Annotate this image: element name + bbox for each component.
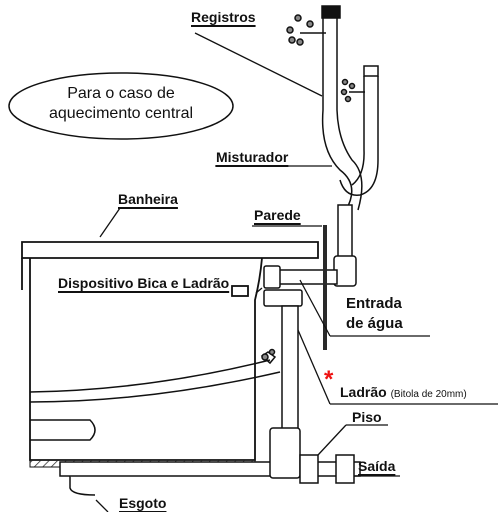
drain-pipe (59, 427, 361, 496)
label-ladrao-text: Ladrão (340, 384, 387, 400)
label-entrada-line1: Entrada (346, 295, 402, 312)
note-line2: aquecimento central (48, 105, 194, 122)
drain-hose (29, 359, 281, 441)
wall (323, 225, 327, 350)
overflow-pipe (260, 289, 303, 437)
note-text: Para o caso de aquecimento central (14, 84, 228, 124)
label-banheira: Banheira (118, 191, 178, 207)
label-entrada-line2: de água (346, 315, 403, 332)
label-esgoto: Esgoto (119, 495, 167, 511)
bathtub (21, 241, 319, 461)
leader-lines (95, 32, 498, 512)
supply-hoses (321, 18, 379, 211)
label-ladrao-note: (Bitola de 20mm) (390, 389, 467, 400)
riser-pipe (263, 204, 357, 289)
label-registros: Registros (191, 9, 256, 25)
note-ellipse (8, 72, 234, 140)
label-saida: Saída (358, 458, 396, 474)
label-parede: Parede (254, 207, 301, 223)
asterisk-icon: * (324, 366, 334, 393)
label-ladrao: Ladrão (Bitola de 20mm) (340, 385, 467, 400)
label-dispositivo: Dispositivo Bica e Ladrão (58, 275, 230, 291)
note-line1: Para o caso de (67, 85, 175, 102)
registro-valve-lower (340, 65, 379, 103)
registro-valve-top (286, 5, 341, 46)
label-misturador: Misturador (216, 149, 289, 165)
label-piso: Piso (352, 409, 382, 425)
